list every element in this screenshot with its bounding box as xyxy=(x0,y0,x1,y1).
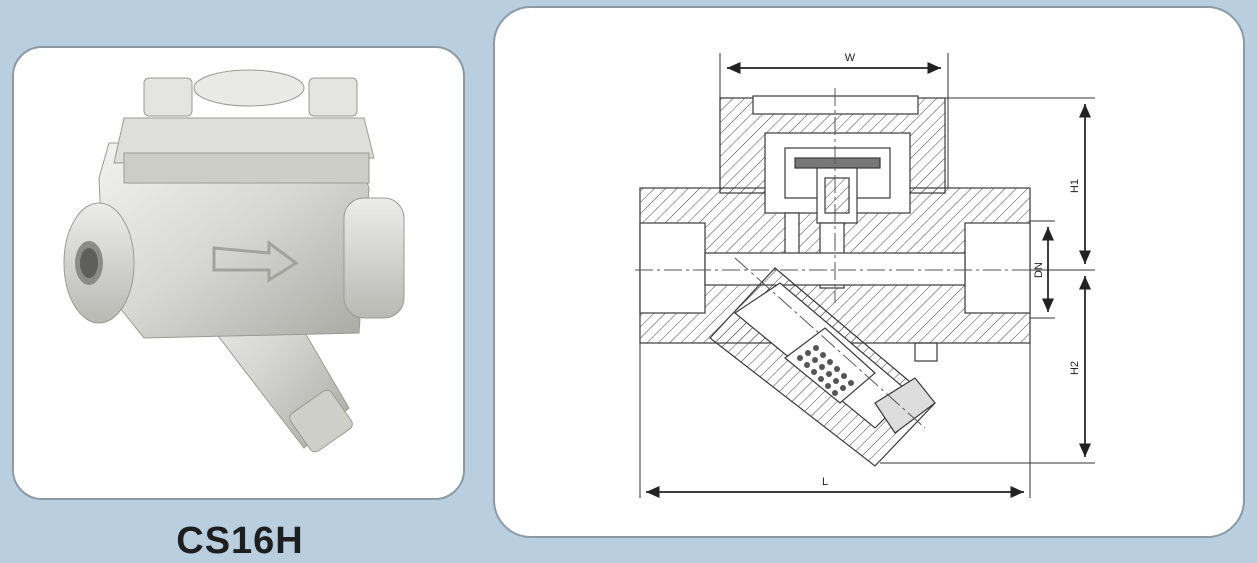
product-photo-panel xyxy=(12,46,465,500)
dimension-label-h1: H1 xyxy=(1069,179,1081,193)
dimension-label-dn: DN xyxy=(1033,262,1045,278)
dimension-label-h2: H2 xyxy=(1069,361,1081,375)
cross-section-drawing: W H1 H2 DN L xyxy=(635,52,1095,498)
model-label: CS16H xyxy=(176,520,304,562)
steam-trap-photo-icon xyxy=(63,69,405,453)
dimension-label-w: W xyxy=(845,52,856,64)
dimension-label-l: L xyxy=(822,476,828,488)
technical-drawing-panel: W H1 H2 DN L xyxy=(493,6,1245,538)
